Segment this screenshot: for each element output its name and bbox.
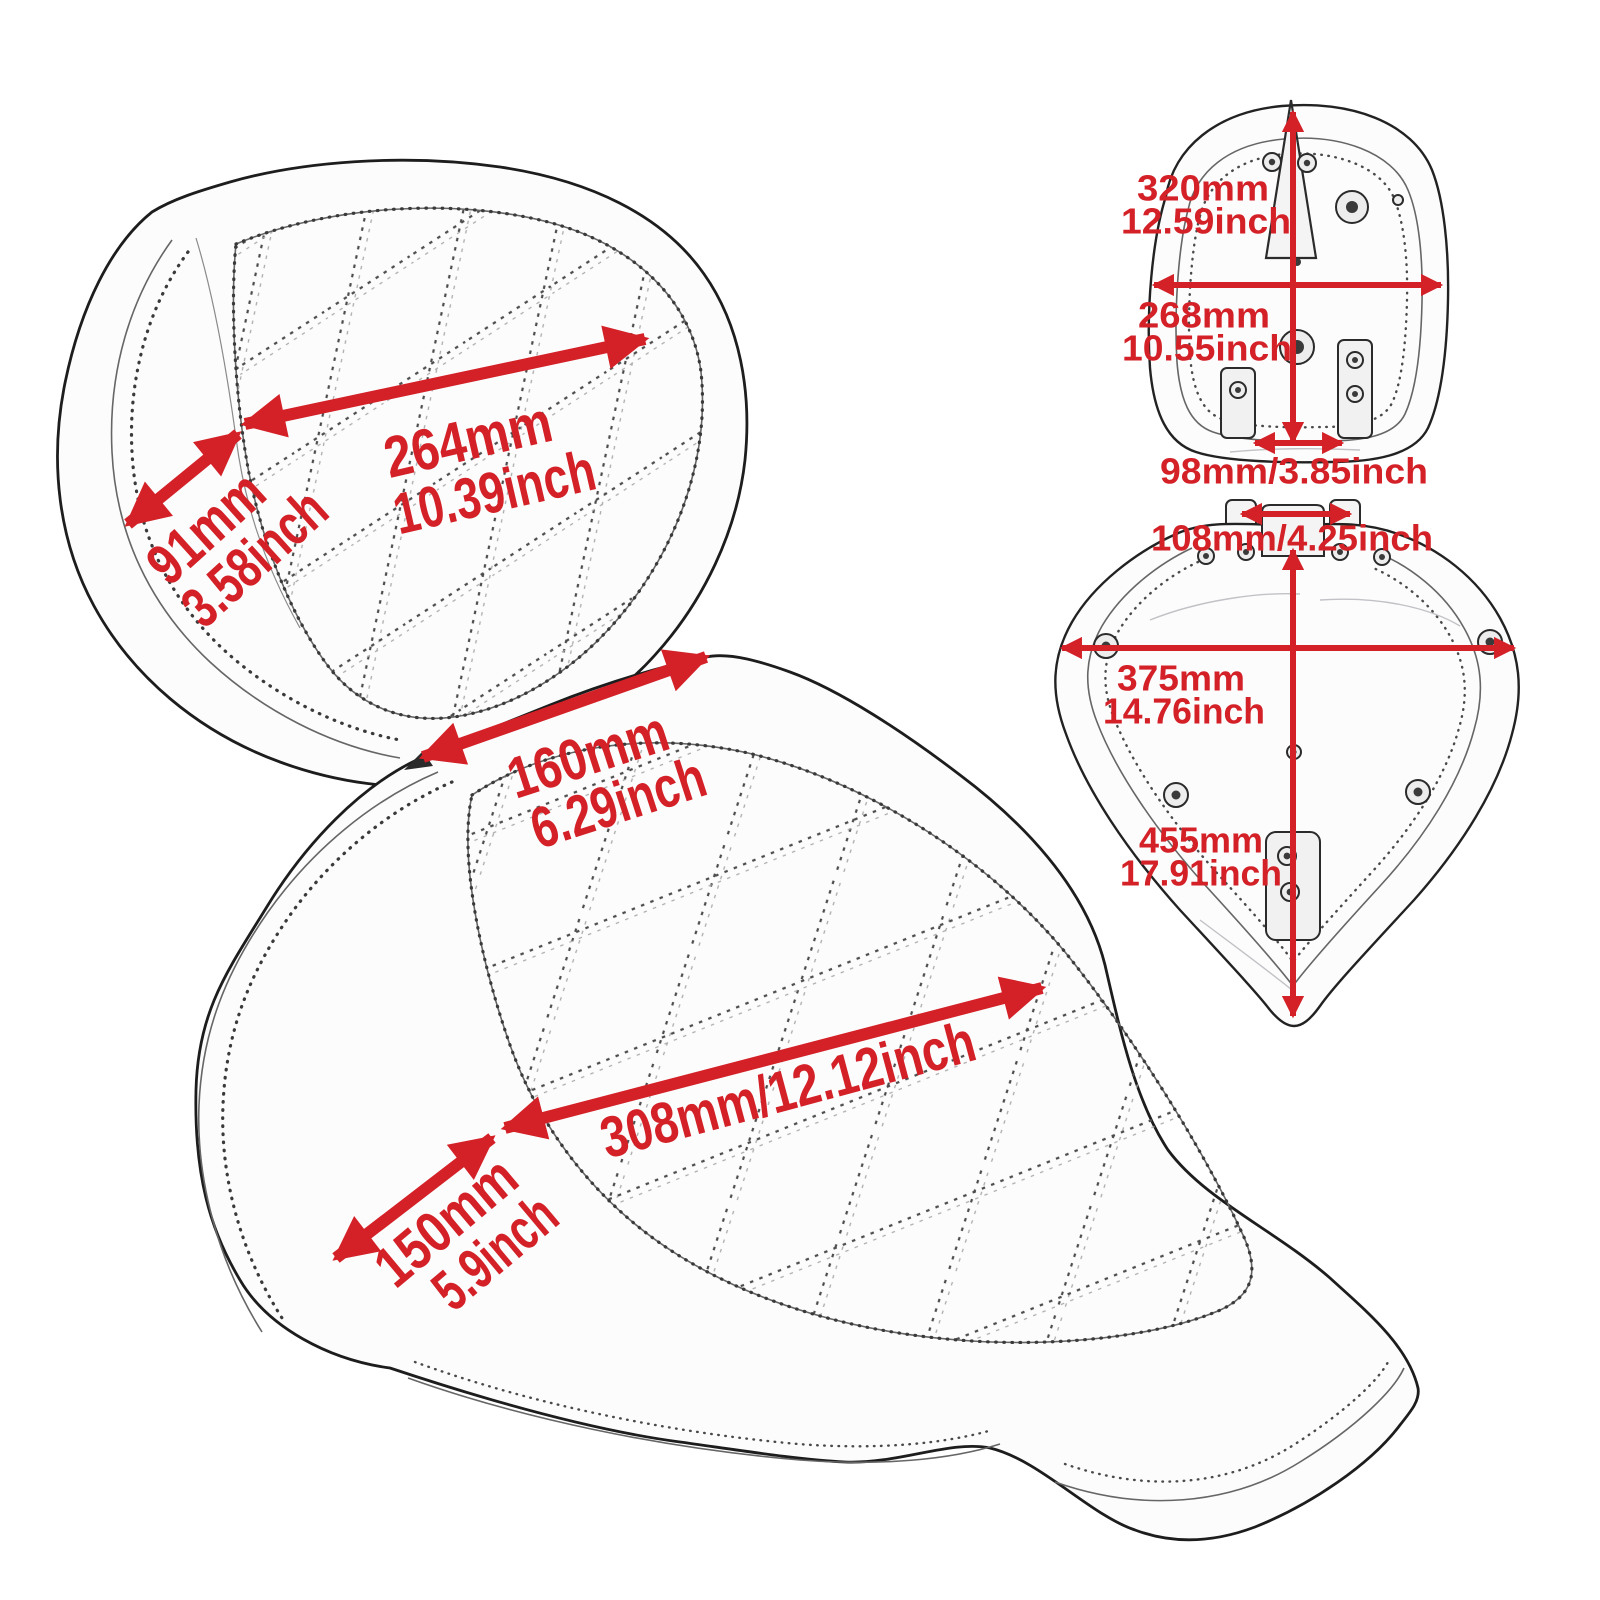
dim-label-455-inch: 17.91inch xyxy=(1120,853,1282,894)
dim-label-320-inch: 12.59inch xyxy=(1121,201,1291,242)
dim-label-375-mm: 375mm xyxy=(1117,658,1245,699)
seat-bottom-seam xyxy=(407,1377,1001,1464)
backrest-bottom-inner-line xyxy=(1175,137,1423,443)
dim-arrow-160 xyxy=(418,649,711,765)
dim-label-268-inch: 10.55inch xyxy=(1122,328,1292,369)
dim-arrow-91 xyxy=(124,429,242,529)
dim-label-98: 98mm/3.85inch xyxy=(1160,451,1428,492)
seat-rim-stitch xyxy=(221,780,454,1320)
dim-label-108: 108mm/4.25inch xyxy=(1151,518,1433,559)
seat-bottom-outline xyxy=(1054,522,1520,1028)
backrest-rivet xyxy=(1392,194,1404,206)
seat-rim-line xyxy=(197,771,439,1333)
backrest-plate-left xyxy=(1220,367,1256,439)
seat-bottom-view xyxy=(1054,499,1520,1028)
seat-nose-seam xyxy=(1054,1367,1405,1502)
seat-bottom-seam-stitch xyxy=(413,1360,994,1448)
dim-arrow-150 xyxy=(332,1133,496,1263)
backrest-rim-stitch xyxy=(129,250,402,742)
backrest-bottom-inner-stitch xyxy=(1187,152,1409,429)
backrest-rim-line xyxy=(110,239,401,759)
seat-bottom-inner-stitch xyxy=(1104,560,1466,965)
dim-arrow-308 xyxy=(500,976,1047,1140)
dim-label-320-mm: 320mm xyxy=(1137,168,1269,209)
seat-nose-seam-stitch xyxy=(1063,1360,1390,1483)
backrest-three-quarter-view xyxy=(56,158,749,788)
dim-label-455-mm: 455mm xyxy=(1139,820,1263,861)
backrest-quilt-stitch xyxy=(231,206,705,721)
dim-label-375-inch: 14.76inch xyxy=(1103,691,1265,732)
dim-arrow-264 xyxy=(240,325,650,438)
dim-label-268-mm: 268mm xyxy=(1138,295,1270,336)
backrest-bottom-view xyxy=(1147,99,1450,464)
